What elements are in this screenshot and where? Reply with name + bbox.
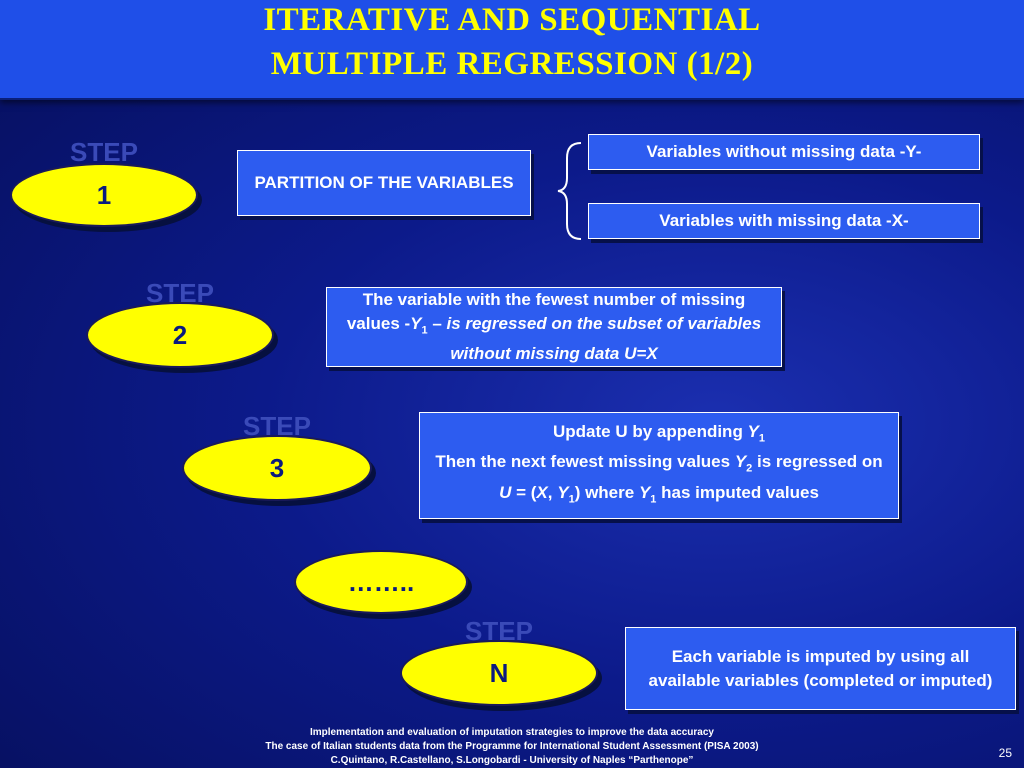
curly-brace-icon	[557, 142, 582, 240]
step-3-text-comma: ,	[547, 482, 558, 502]
step-2-text-2: –	[427, 313, 447, 333]
step-2-label: STEP	[146, 278, 214, 308]
step-1-number: 1	[96, 180, 112, 210]
partition-text: PARTITION OF THE VARIABLES	[254, 173, 514, 192]
step-3-var-y2-sub: 2	[746, 462, 753, 475]
step-3-text-2: Then the next fewest missing values	[435, 452, 735, 472]
step-2-var-y-sub: 1	[421, 324, 428, 337]
slide-title-line-1: ITERATIVE AND SEQUENTIAL	[263, 2, 761, 38]
step-3-text-where: ) where	[574, 482, 639, 502]
step-3-var-y-sub: 1	[758, 432, 766, 445]
step-3-var-x: X	[536, 482, 548, 502]
step-3-text-eq: = (	[511, 482, 537, 502]
step-2-text-1: The variable with the fewest number of m…	[346, 289, 746, 333]
title-bar: ITERATIVE AND SEQUENTIAL MULTIPLE REGRES…	[0, 0, 1024, 100]
page-number: 25	[998, 746, 1012, 760]
step-3-description-box: Update U by appending Y1 Then the next f…	[419, 412, 899, 519]
step-3-var-y2: Y	[734, 452, 747, 472]
step-3-text-3: is regressed on	[752, 452, 883, 472]
step-n-number: N	[489, 658, 509, 688]
step-3-var-y1: Y	[557, 482, 569, 502]
step-3-label: STEP	[243, 411, 311, 441]
step-2-description-box: The variable with the fewest number of m…	[326, 287, 782, 367]
step-2-description: The variable with the fewest number of m…	[327, 286, 781, 368]
step-3-ellipse: STEP 3	[182, 411, 372, 501]
step-1-label: STEP	[70, 137, 138, 167]
footer-line-2: The case of Italian students data from t…	[265, 741, 759, 752]
step-2-text-italic: is regressed on the subset of variables …	[446, 313, 762, 364]
step-2-number: 2	[172, 320, 188, 350]
step-3-var-u: U	[499, 482, 512, 502]
variables-without-missing-text: Variables without missing data -Y-	[646, 142, 922, 161]
step-3-var-y: Y	[747, 421, 759, 441]
variables-without-missing-box: Variables without missing data -Y-	[588, 134, 980, 170]
step-3-text-end: has imputed values	[656, 482, 819, 502]
step-3-var-y1b-sub: 1	[650, 493, 657, 506]
step-n-description: Each variable is imputed by using all av…	[648, 646, 993, 690]
step-n-ellipse: STEP N	[400, 616, 598, 706]
step-n-label: STEP	[465, 616, 533, 646]
footer-line-1: Implementation and evaluation of imputat…	[310, 727, 714, 738]
step-3-var-y1b: Y	[638, 482, 651, 502]
step-n-description-box: Each variable is imputed by using all av…	[625, 627, 1016, 710]
variables-with-missing-box: Variables with missing data -X-	[588, 203, 980, 239]
step-2-ellipse: STEP 2	[86, 278, 274, 368]
footer-line-3: C.Quintano, R.Castellano, S.Longobardi -…	[330, 755, 694, 766]
step-3-var-y1-sub: 1	[568, 493, 575, 506]
step-3-text-1: Update U by appending	[552, 421, 748, 441]
intermediate-steps-dots: ……..	[347, 567, 415, 597]
variables-with-missing-text: Variables with missing data -X-	[659, 211, 909, 230]
partition-box: PARTITION OF THE VARIABLES	[237, 150, 531, 216]
step-3-number: 3	[269, 453, 285, 483]
step-3-description: Update U by appending Y1 Then the next f…	[420, 418, 898, 513]
step-2-var-y: Y	[410, 313, 422, 333]
intermediate-steps-ellipse: ……..	[294, 550, 468, 614]
step-1-ellipse: STEP 1	[10, 137, 198, 227]
slide-title-line-2: MULTIPLE REGRESSION (1/2)	[270, 46, 754, 82]
